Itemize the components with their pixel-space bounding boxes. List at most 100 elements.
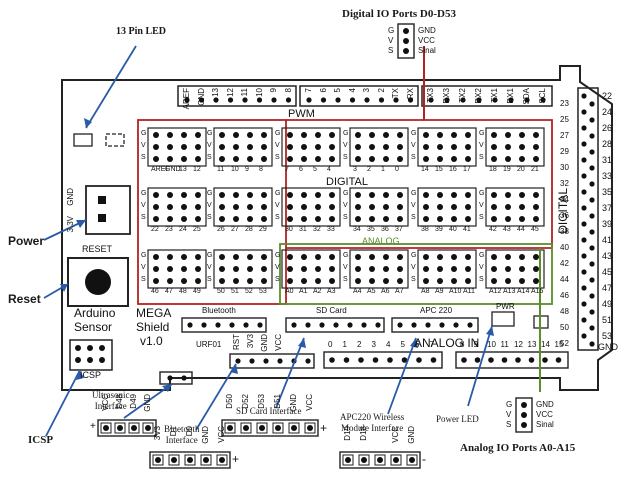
pin-dot xyxy=(533,254,539,260)
pin-dot xyxy=(287,144,293,150)
top-header-pin xyxy=(285,97,292,103)
reset-button-cap[interactable] xyxy=(85,269,111,295)
pin-dot xyxy=(153,254,159,260)
analog-bottom-label: 0 xyxy=(328,340,333,349)
pin-dot xyxy=(397,204,403,210)
pin-dot xyxy=(355,266,361,272)
pin-label: 16 xyxy=(449,166,457,173)
pin-label: A5 xyxy=(367,288,376,295)
pin-dot xyxy=(383,278,389,284)
version-label: v1.0 xyxy=(140,334,163,348)
pin-dot xyxy=(491,132,497,138)
connector-pin xyxy=(345,457,351,463)
connector-pin-label: D52 xyxy=(241,394,250,409)
pin-dot xyxy=(423,144,429,150)
pin-dot xyxy=(397,132,403,138)
gvs-letter: V xyxy=(275,264,280,271)
right-header-label: 37 xyxy=(602,203,613,213)
sdcard-header-pin xyxy=(333,322,339,328)
pin-dot xyxy=(355,204,361,210)
pin-dot xyxy=(451,278,457,284)
connector-pin xyxy=(219,457,225,463)
analog-bottom-pin xyxy=(555,357,562,363)
pin-dot xyxy=(519,204,525,210)
power-gnd-label: GND xyxy=(66,188,75,206)
apc220-board-label: APC 220 xyxy=(420,306,453,315)
callout-icsp: ICSP xyxy=(28,434,54,446)
pin-dot xyxy=(465,132,471,138)
pin-dot xyxy=(355,156,361,162)
pin-label: A0 xyxy=(285,288,294,295)
top-header-pin xyxy=(271,97,277,103)
pin-dot xyxy=(491,278,497,284)
bluetooth-plus: + xyxy=(232,452,240,466)
pin-dot xyxy=(437,216,443,222)
pin-dot xyxy=(397,192,403,198)
right-header-pin xyxy=(589,133,595,139)
pin-dot xyxy=(195,156,201,162)
pin-dot xyxy=(437,278,443,284)
pin13-led xyxy=(73,133,93,147)
pin-dot xyxy=(233,278,239,284)
pin-dot xyxy=(329,156,335,162)
pin-dot xyxy=(181,216,187,222)
pin-dot xyxy=(153,144,159,150)
pin-dot xyxy=(329,144,335,150)
gvs-letter: S xyxy=(207,214,212,221)
pin-label: 40 xyxy=(449,226,457,233)
pin-dot xyxy=(383,156,389,162)
sdcard-header-pin xyxy=(347,322,353,328)
top-header-label: 4 xyxy=(347,88,357,93)
digital-center-label: DIGITAL xyxy=(326,176,368,188)
top-header-label: 6 xyxy=(318,88,328,93)
pin-dot xyxy=(423,278,429,284)
pin-dot xyxy=(491,216,497,222)
pin-dot xyxy=(423,204,429,210)
gvs-letter: G xyxy=(479,190,485,197)
pin-dot xyxy=(533,204,539,210)
gvs-letter: V xyxy=(275,202,280,209)
pin-dot xyxy=(383,266,389,272)
gvs-letter: S xyxy=(343,154,348,161)
gvs-letter: G xyxy=(207,252,213,259)
sensor-label: Sensor xyxy=(74,320,113,334)
pin-dot xyxy=(451,144,457,150)
gvs-letter: G xyxy=(479,252,485,259)
connector-pin-frame xyxy=(216,454,228,466)
analog-bottom-pin xyxy=(343,357,350,363)
pin-label: 26 xyxy=(217,226,225,233)
bt-vertical-header-pin xyxy=(277,358,283,364)
right-header-pin xyxy=(589,245,595,251)
pin-label: 38 xyxy=(421,226,429,233)
gvs-letter: G xyxy=(411,190,417,197)
pin-label: 11 xyxy=(217,166,225,173)
reset-button[interactable] xyxy=(67,257,129,307)
sdcard-plus: + xyxy=(320,421,328,435)
pin-dot xyxy=(505,278,511,284)
gvs-letter: V xyxy=(207,142,212,149)
right-header-inner-label: 48 xyxy=(560,307,569,316)
analog-bottom-label: 13 xyxy=(527,340,537,349)
pin-dot xyxy=(519,278,525,284)
analog-bottom-label: 12 xyxy=(514,340,523,349)
pin-block xyxy=(417,127,477,167)
gvs-letter: V xyxy=(411,264,416,271)
gvs-letter: S xyxy=(275,276,280,283)
gvs-letter: G xyxy=(343,130,349,137)
pin-dot xyxy=(505,192,511,198)
top-header-label: RX1 xyxy=(506,88,515,104)
pin-dot xyxy=(261,156,267,162)
pwm-label: PWM xyxy=(288,108,315,120)
top-header-pin xyxy=(393,97,399,103)
top-header-pin xyxy=(492,97,498,103)
top-header-pin xyxy=(378,97,385,103)
pin-dot xyxy=(195,266,201,272)
pin-dot xyxy=(247,144,253,150)
pin-label: 18 xyxy=(489,166,497,173)
analog-port-box xyxy=(279,243,553,305)
connector-pin-label: D19 xyxy=(343,426,352,441)
top-header-label: TX2 xyxy=(458,88,467,103)
top-header-pin xyxy=(198,97,205,103)
bt-vertical-header xyxy=(229,353,315,369)
pin-label: 50 xyxy=(217,288,225,295)
